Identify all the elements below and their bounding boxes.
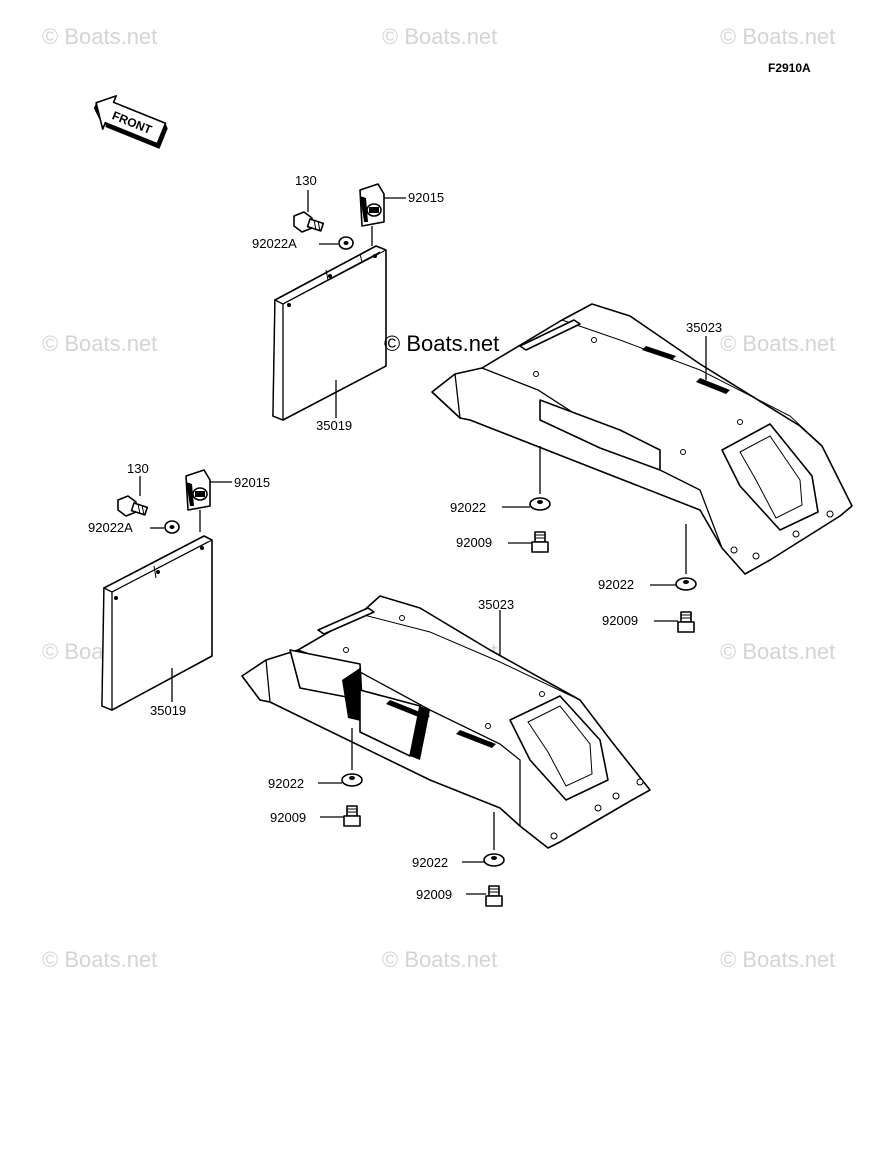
bolt-icon <box>117 495 149 517</box>
watermark: © Boats.net <box>720 331 835 356</box>
washer-icon <box>675 577 697 591</box>
part-number-label: 92022 <box>268 776 304 791</box>
upper-cover-panel <box>431 303 853 575</box>
bolt-icon <box>531 531 549 553</box>
washer-icon <box>529 497 551 511</box>
watermark: © Boats.net <box>42 947 157 972</box>
center-watermark: © Boats.net <box>384 331 499 356</box>
bolt-icon <box>343 805 361 827</box>
watermark: © Boats.net <box>720 639 835 664</box>
part-number-label: 92009 <box>416 887 452 902</box>
part-number-label: 92015 <box>408 190 444 205</box>
watermark: © Boats.net <box>720 947 835 972</box>
front-arrow-icon: FRONT <box>93 95 168 149</box>
part-number-label: 130 <box>295 173 317 188</box>
bolt-icon <box>293 211 325 233</box>
part-number-label: 35023 <box>686 320 722 335</box>
mud-flap-plate <box>101 535 213 711</box>
part-number-label: 92022 <box>412 855 448 870</box>
clip-icon <box>359 183 385 227</box>
mud-flap-plate <box>272 245 387 421</box>
lower-flap-assembly: 130 92015 92022A 35019 <box>88 461 270 718</box>
part-number-label: 92022A <box>88 520 133 535</box>
bolt-icon <box>677 611 695 633</box>
watermark: © Boats.net <box>42 24 157 49</box>
bolt-icon <box>485 885 503 907</box>
lower-cover-panel <box>241 595 651 849</box>
part-number-label: 92015 <box>234 475 270 490</box>
upper-flap-assembly: 130 92015 92022A 35019 <box>252 173 444 433</box>
clip-icon <box>185 469 211 511</box>
part-number-label: 92009 <box>602 613 638 628</box>
watermark: © Boats.net <box>720 24 835 49</box>
part-number-label: 92009 <box>270 810 306 825</box>
watermark: © Boats.net <box>382 24 497 49</box>
watermark: © Boats.net <box>382 947 497 972</box>
part-number-label: 35023 <box>478 597 514 612</box>
washer-icon <box>483 853 505 867</box>
figure-code: F2910A <box>768 61 811 75</box>
watermark: © Boats.net <box>42 331 157 356</box>
part-number-label: 35019 <box>150 703 186 718</box>
part-number-label: 92009 <box>456 535 492 550</box>
part-number-label: 92022A <box>252 236 297 251</box>
part-number-label: 92022 <box>450 500 486 515</box>
washer-icon <box>341 773 363 787</box>
part-number-label: 130 <box>127 461 149 476</box>
part-number-label: 92022 <box>598 577 634 592</box>
part-number-label: 35019 <box>316 418 352 433</box>
